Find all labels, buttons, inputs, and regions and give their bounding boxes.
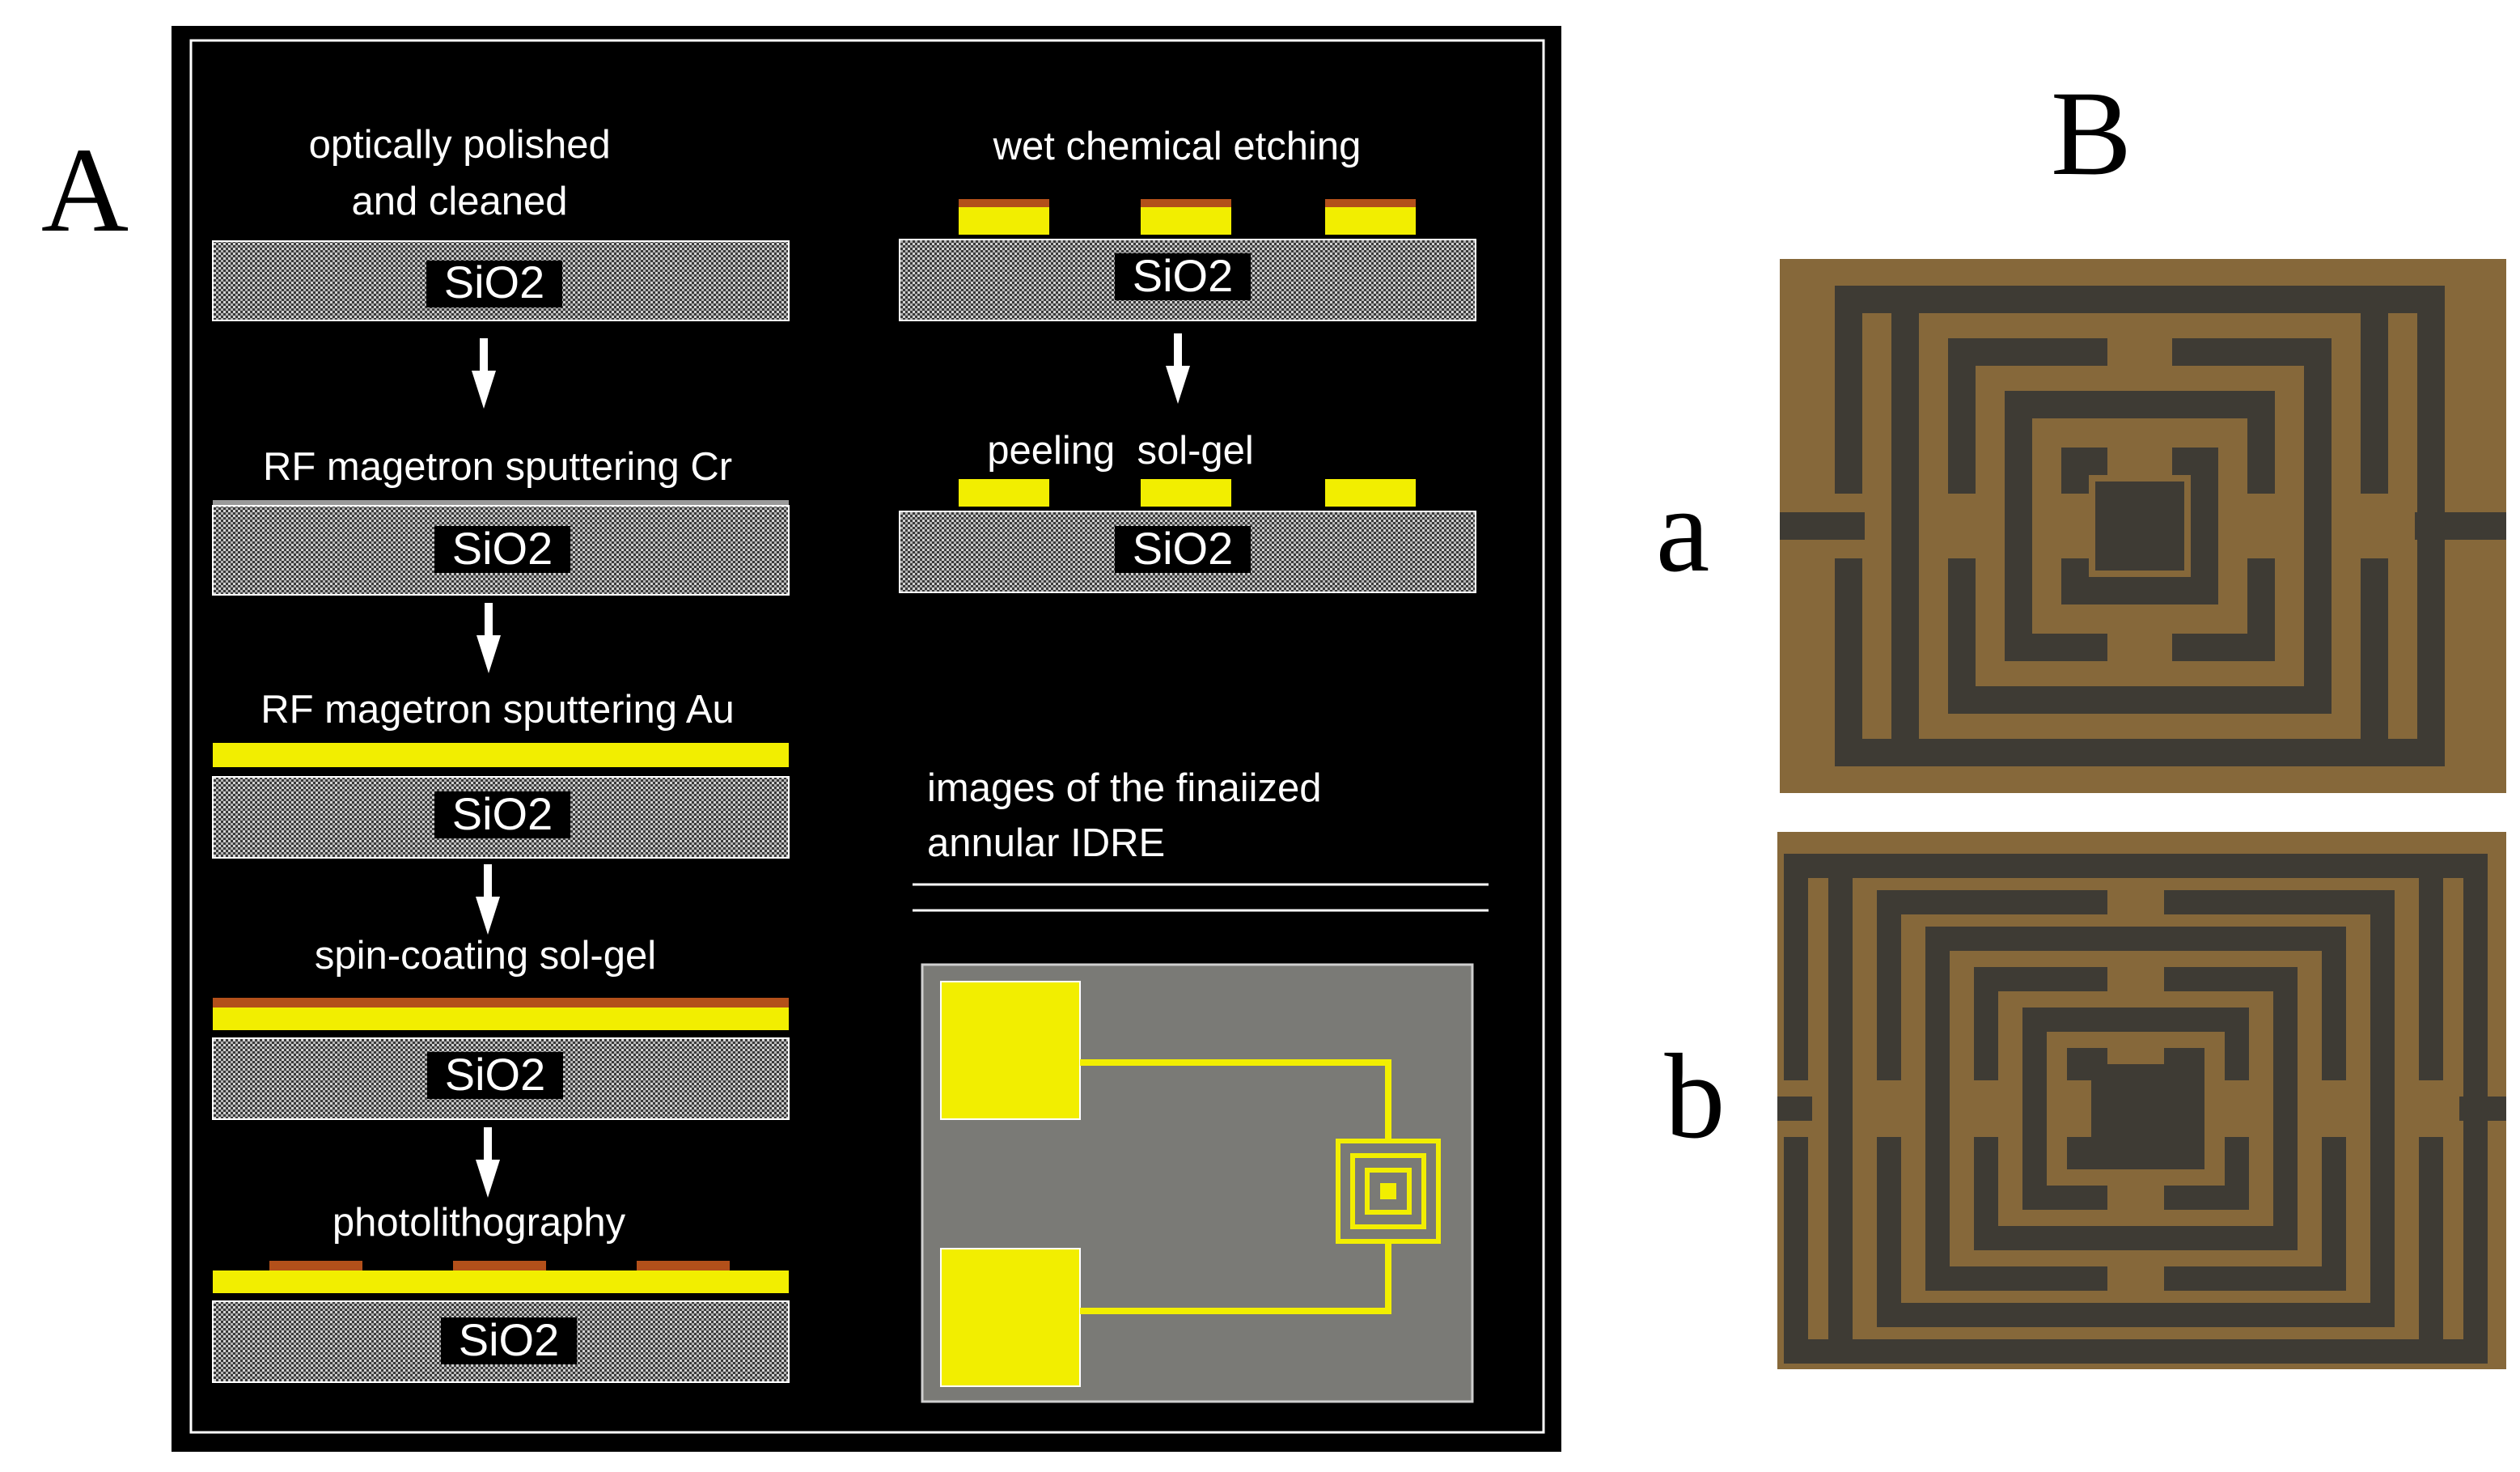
subpanel-b-label: b (1665, 1029, 1726, 1164)
solgel-block-5b (453, 1261, 546, 1271)
gold-block-7b (1141, 479, 1231, 507)
step-label-1-line-1: optically polished (309, 123, 611, 167)
substrate-label-4: SiO2 (445, 1049, 546, 1100)
micrograph-a-ring-5 (1835, 286, 2445, 766)
substrate-label-box-5 (441, 1317, 577, 1364)
substrate-label-1: SiO2 (444, 257, 545, 308)
arrow-head-4 (476, 1160, 500, 1198)
annular-electrode-mini (1336, 1139, 1441, 1244)
gold-layer-4 (213, 1007, 789, 1030)
solgel-block-6c (1325, 199, 1416, 207)
panel-a-letter: A (41, 123, 129, 257)
chromium-layer (213, 500, 789, 506)
substrate-label-box-7 (1115, 526, 1251, 573)
arrow-shaft-5 (1174, 333, 1182, 367)
solgel-block-5a (269, 1261, 362, 1271)
solgel-block-6a (959, 199, 1049, 207)
micrograph-a-ring-3-arc (1948, 338, 2107, 494)
substrate-label-5: SiO2 (459, 1314, 560, 1365)
micrograph-b-core (2091, 1064, 2180, 1153)
micrograph-b-ring-4-arc (2164, 1137, 2346, 1291)
micrograph-a-ring-3 (1948, 338, 2332, 714)
substrate-label-box-1 (426, 261, 562, 308)
micrograph-b-ring-1-arc (2067, 1048, 2107, 1080)
micrograph-a-ring-2-arc (2172, 558, 2275, 661)
substrate-label-box-2 (434, 526, 570, 573)
micrograph-a-spiral (1780, 286, 2506, 766)
step-label-7: peeling sol-gel (987, 429, 1254, 473)
arrow-shaft-3 (484, 864, 492, 898)
solgel-block-6b (1141, 199, 1231, 207)
substrate-label-box-6 (1115, 253, 1251, 300)
micrograph-b-ring-2-arc (2164, 1137, 2249, 1210)
arrow-head-3 (476, 897, 500, 935)
gold-block-7a (959, 479, 1049, 507)
gold-block-6c (1325, 207, 1416, 235)
arrow-shaft-1 (480, 338, 488, 372)
step-label-1-line-2: and cleaned (351, 180, 567, 223)
solgel-layer-4 (213, 998, 789, 1007)
images-caption-line-1: images of the finaiized (927, 766, 1322, 810)
substrate-label-3: SiO2 (452, 788, 553, 839)
substrate-label-2: SiO2 (452, 523, 553, 574)
annular-electrode-core (1380, 1183, 1396, 1199)
micrograph-a-ring-1 (2061, 448, 2218, 604)
micrograph-b-ring-4 (1925, 927, 2346, 1291)
gold-block-6b (1141, 207, 1231, 235)
micrograph-b-ring-5-arc (1877, 890, 2107, 1080)
lead-bottom (1080, 1240, 1391, 1314)
step-label-6: wet chemical etching (993, 125, 1362, 168)
contact-pad-top (940, 981, 1081, 1120)
process-panel-border (189, 39, 1545, 1434)
micrograph-b-ring-7 (1784, 854, 2488, 1364)
micrograph-b-ring-7-arc (1784, 854, 2107, 1080)
micrograph-b-ring-2 (2022, 1007, 2249, 1210)
lead-top (1080, 1059, 1391, 1143)
solgel-block-5c (637, 1261, 730, 1271)
subpanel-a-label: a (1656, 463, 1710, 597)
arrow-shaft-2 (485, 603, 493, 637)
arrow-head-1 (472, 371, 496, 409)
micrograph-b-ring-3 (1974, 967, 2298, 1250)
images-caption-line-2: annular IDRE (927, 821, 1165, 865)
micrograph-a-core (2095, 481, 2184, 571)
contact-pad-bottom (940, 1248, 1081, 1387)
step-label-4: spin-coating sol-gel (315, 934, 656, 978)
step-label-5: photolithography (332, 1201, 626, 1245)
substrate-label-box-4 (427, 1052, 563, 1099)
micrograph-a-ring-5-arc (1835, 286, 2107, 494)
arrow-shaft-4 (484, 1127, 492, 1161)
gold-block-7c (1325, 479, 1416, 507)
step-label-1: optically polished and cleaned (309, 123, 622, 223)
gold-layer-5 (213, 1271, 789, 1293)
step-label-2: RF magetron sputtering Cr (263, 445, 732, 489)
arrow-head-5 (1166, 366, 1190, 404)
gold-block-6a (959, 207, 1049, 235)
step-label-3: RF magetron sputtering Au (260, 688, 735, 732)
arrow-head-2 (476, 635, 501, 673)
panel-b-letter: B (2051, 66, 2132, 201)
micrograph-a-ring-1-arc (2061, 448, 2107, 494)
substrate-label-box-3 (434, 791, 570, 838)
gold-layer-3 (213, 743, 789, 767)
micrograph-b-ring-3-arc (1974, 967, 2107, 1080)
substrate-label-7: SiO2 (1133, 523, 1234, 574)
micrograph-b-ring-1 (2067, 1048, 2204, 1169)
substrate-label-6: SiO2 (1133, 250, 1234, 301)
micrograph-b-spiral (1777, 854, 2506, 1364)
micrograph-b-ring-5 (1877, 890, 2395, 1327)
micrograph-a-ring-2 (2005, 391, 2275, 661)
images-caption: images of the finaiized annular IDRE (927, 766, 1332, 865)
